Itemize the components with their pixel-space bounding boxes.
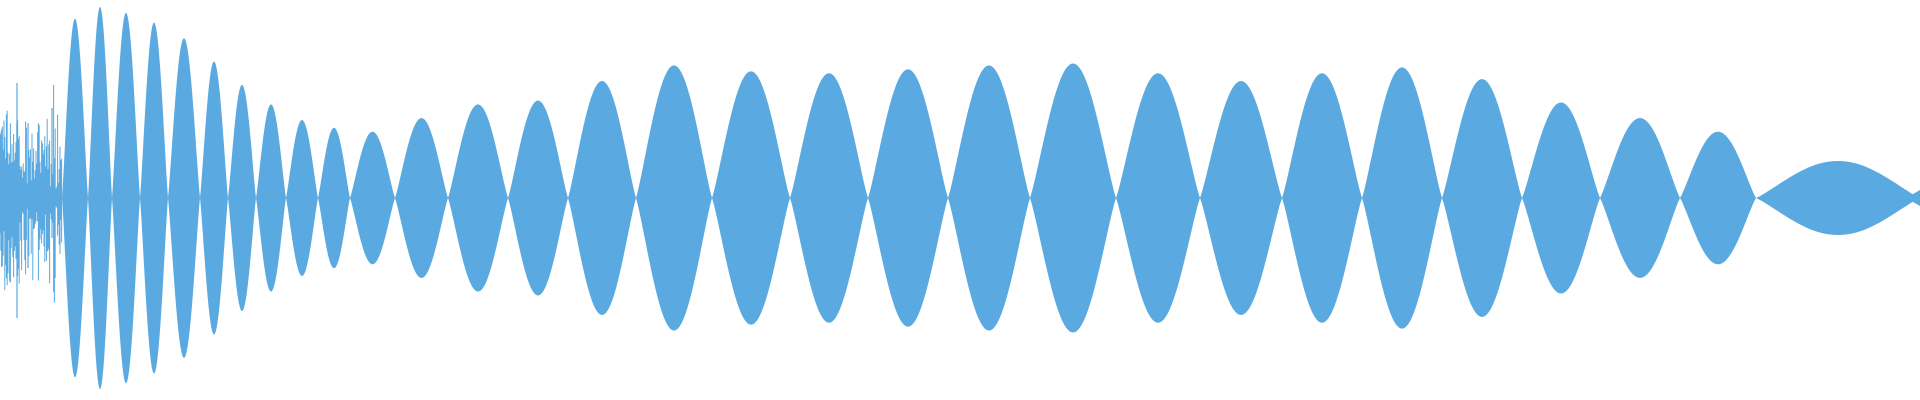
waveform-lobe [1030,63,1116,333]
waveform-tail [1906,190,1920,206]
waveform-noise-segment [0,83,63,318]
waveform-lobe [112,12,140,384]
waveform-lobe [1680,131,1756,265]
waveform-lobe [448,104,508,292]
waveform-lobe [200,61,228,335]
waveform-lobe [568,81,636,315]
waveform-lobe [62,18,88,378]
waveform-lobe [948,65,1030,331]
waveform-lobe [712,71,790,325]
waveform-lobe [350,131,395,265]
waveform-lobe [395,118,448,278]
waveform-lobe [256,104,286,292]
waveform-lobe [140,22,168,374]
waveform-lobes [62,6,1920,390]
waveform-lobe [1116,73,1200,323]
waveform-lobe [1200,81,1282,315]
waveform-lobe [636,65,712,331]
waveform-lobe [228,84,256,312]
waveform-lobe [1600,118,1680,278]
waveform-lobe [1756,160,1920,236]
waveform-lobe [168,38,200,358]
waveform-lobe [508,100,568,296]
waveform-lobe [790,73,868,323]
waveform-lobe [1442,79,1522,317]
waveform-lobe [1522,102,1600,294]
waveform-lobe [286,120,318,276]
waveform-carrier-lines [1906,190,1920,206]
waveform-lobe [868,69,948,327]
waveform-noise [0,84,63,303]
waveform-lobe [88,6,112,390]
waveform-lobe [1362,67,1442,329]
waveform-lobe [1282,73,1362,323]
waveform-lobe [318,127,350,269]
